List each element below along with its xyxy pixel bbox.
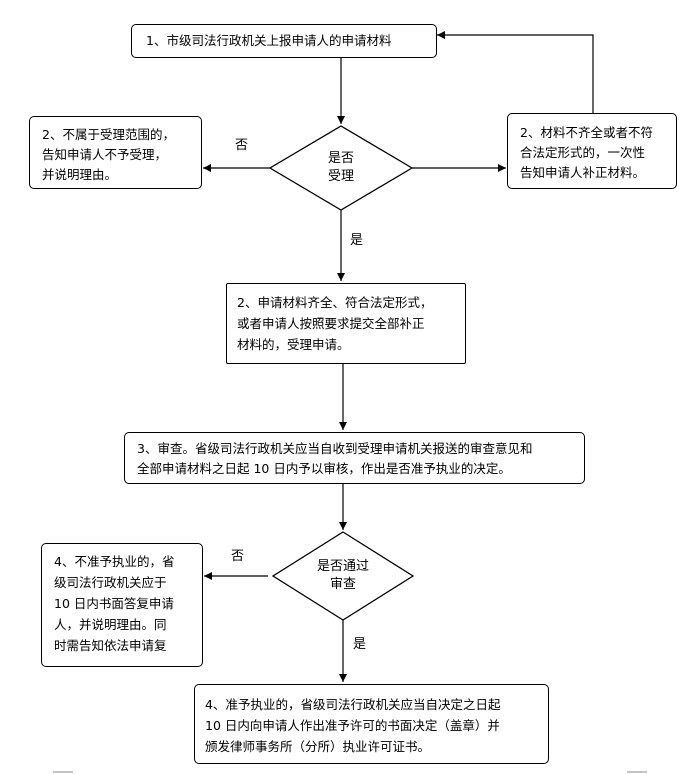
reject-line-3: 并说明理由。 bbox=[42, 167, 118, 182]
reject-line-1: 2、不属于受理范围的， bbox=[42, 127, 175, 142]
decision1-text: 是否 受理 bbox=[301, 150, 381, 186]
grant-line-3: 颁发律师事务所（分所）执业许可证书。 bbox=[205, 739, 431, 754]
review-box: 3、审查。省级司法行政机关应当自收到受理申请机关报送的审查意见和 全部申请材料之… bbox=[124, 432, 585, 484]
grant-line-2: 10 日内向申请人作出准予许可的书面决定（盖章）并 bbox=[205, 718, 500, 733]
supplement-line-2: 合法定形式的，一次性 bbox=[520, 145, 646, 160]
reject-line-2: 告知申请人不予受理， bbox=[42, 147, 168, 162]
arrow-supplement-to-step1 bbox=[437, 31, 594, 113]
label-no-2: 否 bbox=[231, 549, 245, 564]
review-line-1: 3、审查。省级司法行政机关应当自收到受理申请机关报送的审查意见和 bbox=[137, 441, 533, 456]
supplement-line-1: 2、材料不齐全或者不符 bbox=[520, 125, 653, 140]
decision1-line-1: 是否 bbox=[327, 151, 354, 166]
decision2-line-2: 审查 bbox=[329, 577, 356, 592]
deny-line-5: 时需告知依法申请复 bbox=[54, 638, 167, 653]
step1-box: 1、市级司法行政机关上报申请人的申请材料 bbox=[131, 24, 437, 58]
deny-line-4: 人，并说明理由。同 bbox=[54, 617, 167, 632]
review-line-2: 全部申请材料之日起 10 日内予以审核，作出是否准予执业的决定。 bbox=[137, 461, 511, 476]
step1-text: 1、市级司法行政机关上报申请人的申请材料 bbox=[146, 33, 392, 48]
decision2-text: 是否通过 审查 bbox=[293, 558, 393, 594]
label-yes-1: 是 bbox=[350, 233, 364, 248]
grant-box: 4、准予执业的，省级司法行政机关应当自决定之日起 10 日内向申请人作出准予许可… bbox=[194, 684, 549, 764]
deny-line-3: 10 日内书面答复申请 bbox=[54, 596, 174, 611]
grant-line-1: 4、准予执业的，省级司法行政机关应当自决定之日起 bbox=[205, 697, 501, 712]
deny-line-2: 级司法行政机关应于 bbox=[54, 575, 167, 590]
accept-line-2: 或者申请人按照要求提交全部补正 bbox=[237, 316, 425, 331]
decision2-line-1: 是否通过 bbox=[316, 559, 369, 574]
label-no-1: 否 bbox=[235, 138, 249, 153]
supplement-box: 2、材料不齐全或者不符 合法定形式的，一次性 告知申请人补正材料。 bbox=[507, 113, 677, 189]
deny-box: 4、不准予执业的，省 级司法行政机关应于 10 日内书面答复申请 人，并说明理由… bbox=[41, 543, 203, 667]
label-yes-2: 是 bbox=[353, 637, 367, 652]
supplement-line-3: 告知申请人补正材料。 bbox=[520, 165, 646, 180]
reject-box: 2、不属于受理范围的， 告知申请人不予受理， 并说明理由。 bbox=[29, 116, 202, 189]
deny-line-1: 4、不准予执业的，省 bbox=[54, 554, 175, 569]
decision1-line-2: 受理 bbox=[327, 169, 354, 184]
accept-line-3: 材料的，受理申请。 bbox=[237, 337, 350, 352]
accept-box: 2、申请材料齐全、符合法定形式， 或者申请人按照要求提交全部补正 材料的，受理申… bbox=[226, 283, 466, 364]
accept-line-1: 2、申请材料齐全、符合法定形式， bbox=[237, 295, 433, 310]
